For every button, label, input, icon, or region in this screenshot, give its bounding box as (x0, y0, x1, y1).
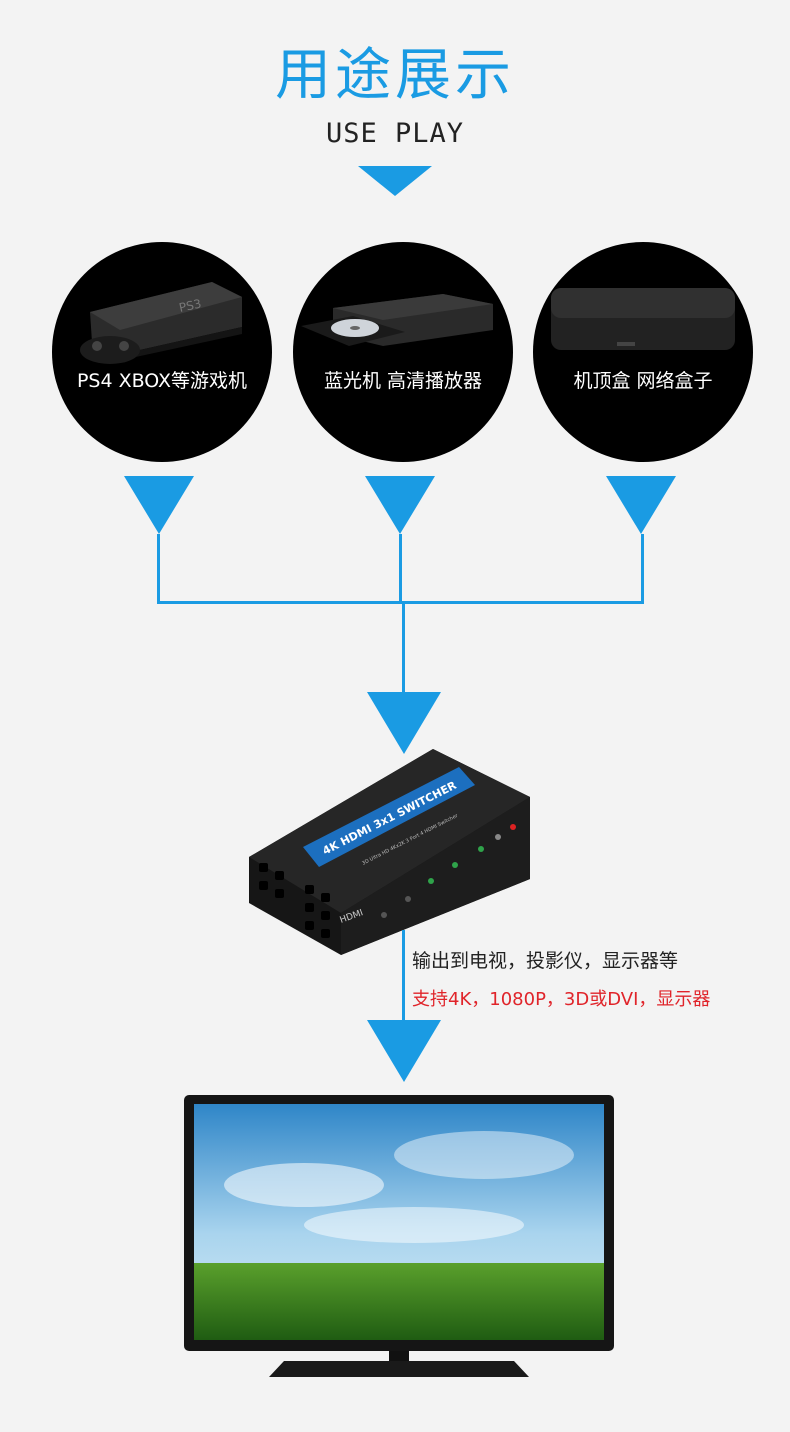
source-label: 机顶盒 网络盒子 (573, 370, 713, 392)
down-arrow-icon (606, 476, 676, 534)
game-console-icon: PS3 (80, 282, 242, 364)
hdmi-switcher-device: 4K HDMI 3x1 SWITCHER 3D Ultra HD 4Kx2K 3… (249, 749, 530, 955)
source-game-console: PS3 PS4 XBOX等游戏机 (52, 242, 272, 462)
down-arrow-icon (367, 692, 441, 754)
down-arrow-icon (124, 476, 194, 534)
svg-text:PS3: PS3 (178, 297, 203, 315)
bluray-player-icon (301, 294, 493, 346)
source-label: PS4 XBOX等游戏机 (76, 370, 248, 392)
output-support-note: 支持4K，1080P，3D或DVI，显示器 (412, 989, 711, 1010)
connector-line (641, 534, 644, 604)
connector-line (157, 601, 644, 604)
connector-line (399, 534, 402, 604)
source-label: 蓝光机 高清播放器 (323, 370, 483, 392)
down-arrow-icon (367, 1020, 441, 1082)
connector-line (402, 601, 405, 693)
output-description: 输出到电视，投影仪，显示器等 (412, 950, 679, 972)
source-bluray-player: 蓝光机 高清播放器 (293, 242, 513, 462)
connector-line (402, 930, 405, 1022)
television (184, 1095, 614, 1377)
set-top-box-icon (551, 288, 735, 350)
source-set-top-box: 机顶盒 网络盒子 (533, 242, 753, 462)
down-arrow-icon (358, 166, 432, 196)
down-arrow-icon (365, 476, 435, 534)
page-subtitle: USE PLAY (325, 118, 465, 149)
connector-line (157, 534, 160, 604)
page-title: 用途展示 (275, 43, 515, 108)
